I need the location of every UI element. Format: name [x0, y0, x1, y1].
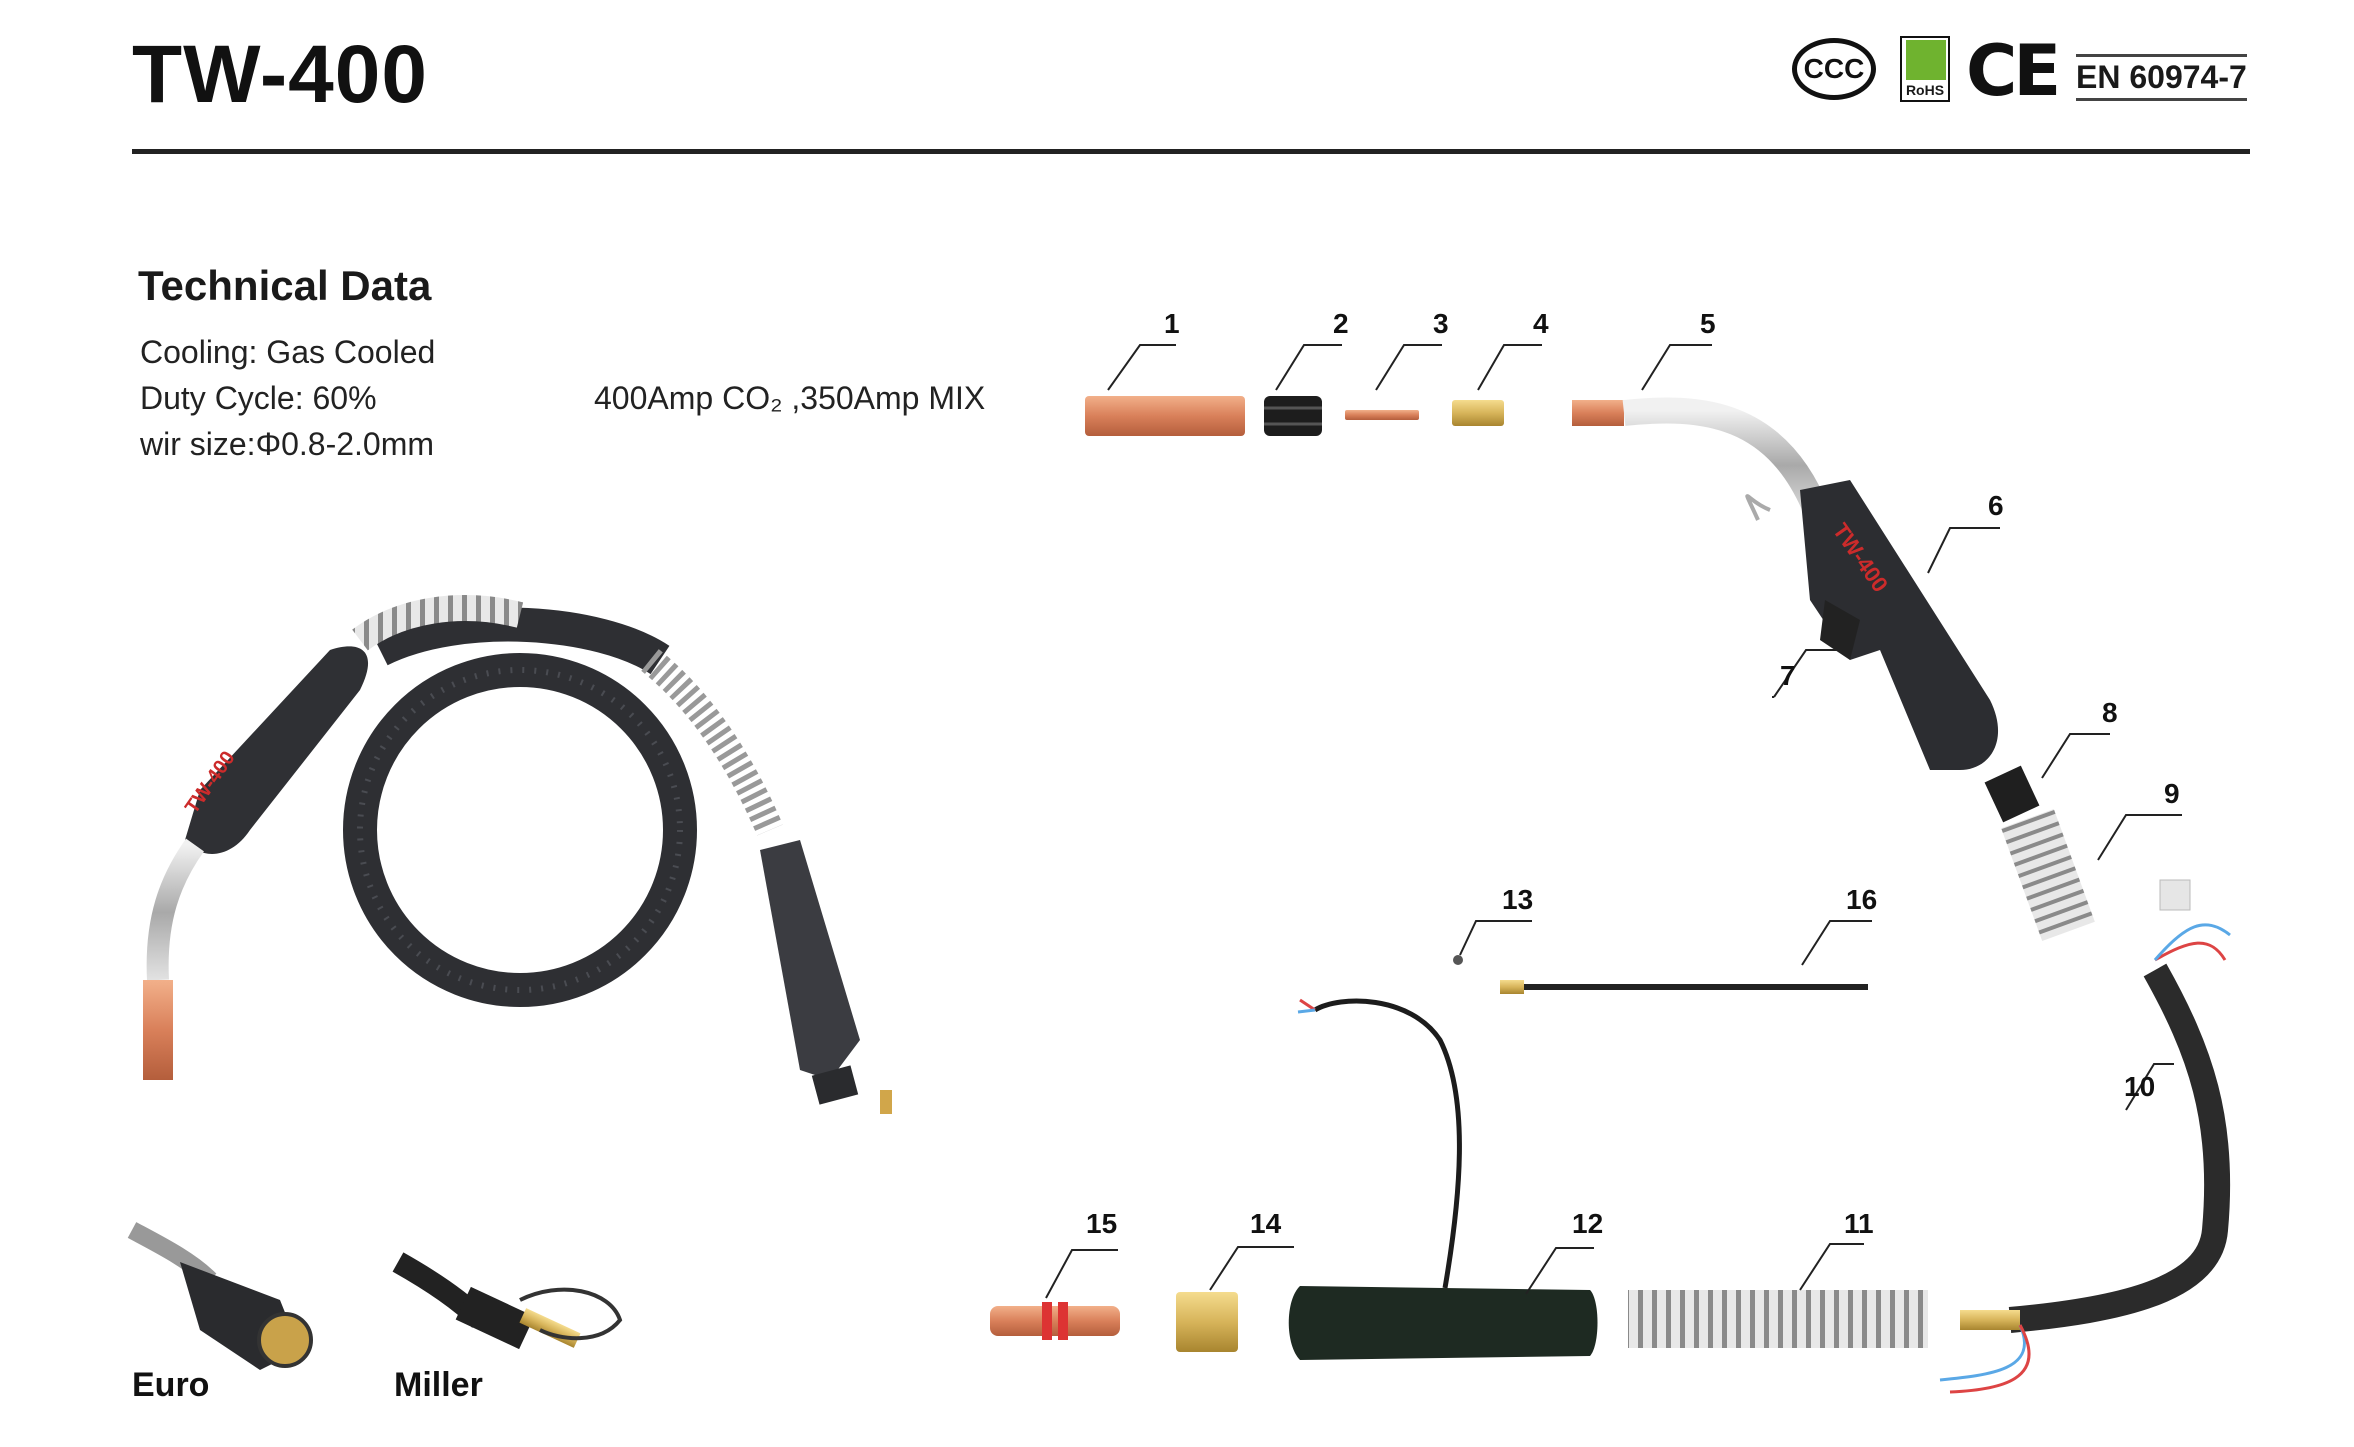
callout-8: 8: [2102, 697, 2118, 728]
miller-label: Miller: [394, 1366, 483, 1404]
part-7-trigger: [1820, 600, 1860, 660]
part-1-nozzle: [1085, 396, 1245, 436]
callout-13: 13: [1502, 884, 1534, 915]
callout-3: 3: [1433, 308, 1449, 339]
spec-wire-size: wir size:Φ0.8-2.0mm: [140, 426, 435, 462]
callout-15: 15: [1086, 1208, 1118, 1239]
ccc-mark-icon: CCC: [1792, 38, 1876, 100]
part-16-liner: [1500, 980, 1868, 994]
callout-9: 9: [2164, 778, 2180, 809]
miller-connector-image: [392, 1252, 623, 1350]
part-3-contact-tip: [1345, 410, 1419, 420]
ce-mark-icon: CE: [1966, 30, 2061, 112]
part-9-spring: [2001, 809, 2095, 941]
callout-2: 2: [1333, 308, 1349, 339]
callout-11: 11: [1844, 1208, 1874, 1239]
callout-12: 12: [1572, 1208, 1604, 1239]
part-10-cable: [1939, 879, 2231, 1394]
part-2-insulator: [1264, 396, 1322, 436]
part-11-spring: [1628, 1290, 1928, 1348]
callout-4: 4: [1533, 308, 1549, 339]
part-13-screw: [1453, 955, 1463, 965]
header-divider: [132, 149, 2250, 154]
part-4-tip-holder: [1452, 400, 1504, 426]
rohs-mark-icon: RoHS: [1900, 36, 1950, 102]
euro-connector-image: [127, 1222, 313, 1370]
callout-6: 6: [1988, 490, 2004, 521]
standard-label: EN 60974-7: [2076, 54, 2247, 101]
leader-lines: [1045, 344, 2182, 1299]
callout-5: 5: [1700, 308, 1716, 339]
part-8-nut: [1984, 765, 2040, 823]
part-15-connector: [990, 1302, 1120, 1340]
callout-14: 14: [1250, 1208, 1282, 1239]
part-6-handle: TW-400: [1800, 480, 1999, 770]
callout-7: 7: [1780, 660, 1796, 691]
assembled-torch: TW-400: [143, 595, 892, 1114]
spec-cooling: Cooling: Gas Cooled: [140, 334, 436, 370]
callout-10: 10: [2124, 1071, 2156, 1102]
part-12-rear-handle: [1288, 998, 1598, 1360]
callout-16: 16: [1846, 884, 1878, 915]
spec-rating: 400Amp CO₂ ,350Amp MIX: [594, 380, 986, 416]
callout-1: 1: [1164, 308, 1180, 339]
part-14-brass-nut: [1176, 1292, 1238, 1352]
page-title: TW-400: [132, 29, 428, 120]
technical-data-heading: Technical Data: [138, 262, 432, 309]
part-5-swan-neck: [1572, 397, 1833, 525]
spec-duty-cycle: Duty Cycle: 60%: [140, 380, 377, 416]
euro-label: Euro: [132, 1366, 210, 1404]
rohs-label: RoHS: [1905, 82, 1945, 98]
